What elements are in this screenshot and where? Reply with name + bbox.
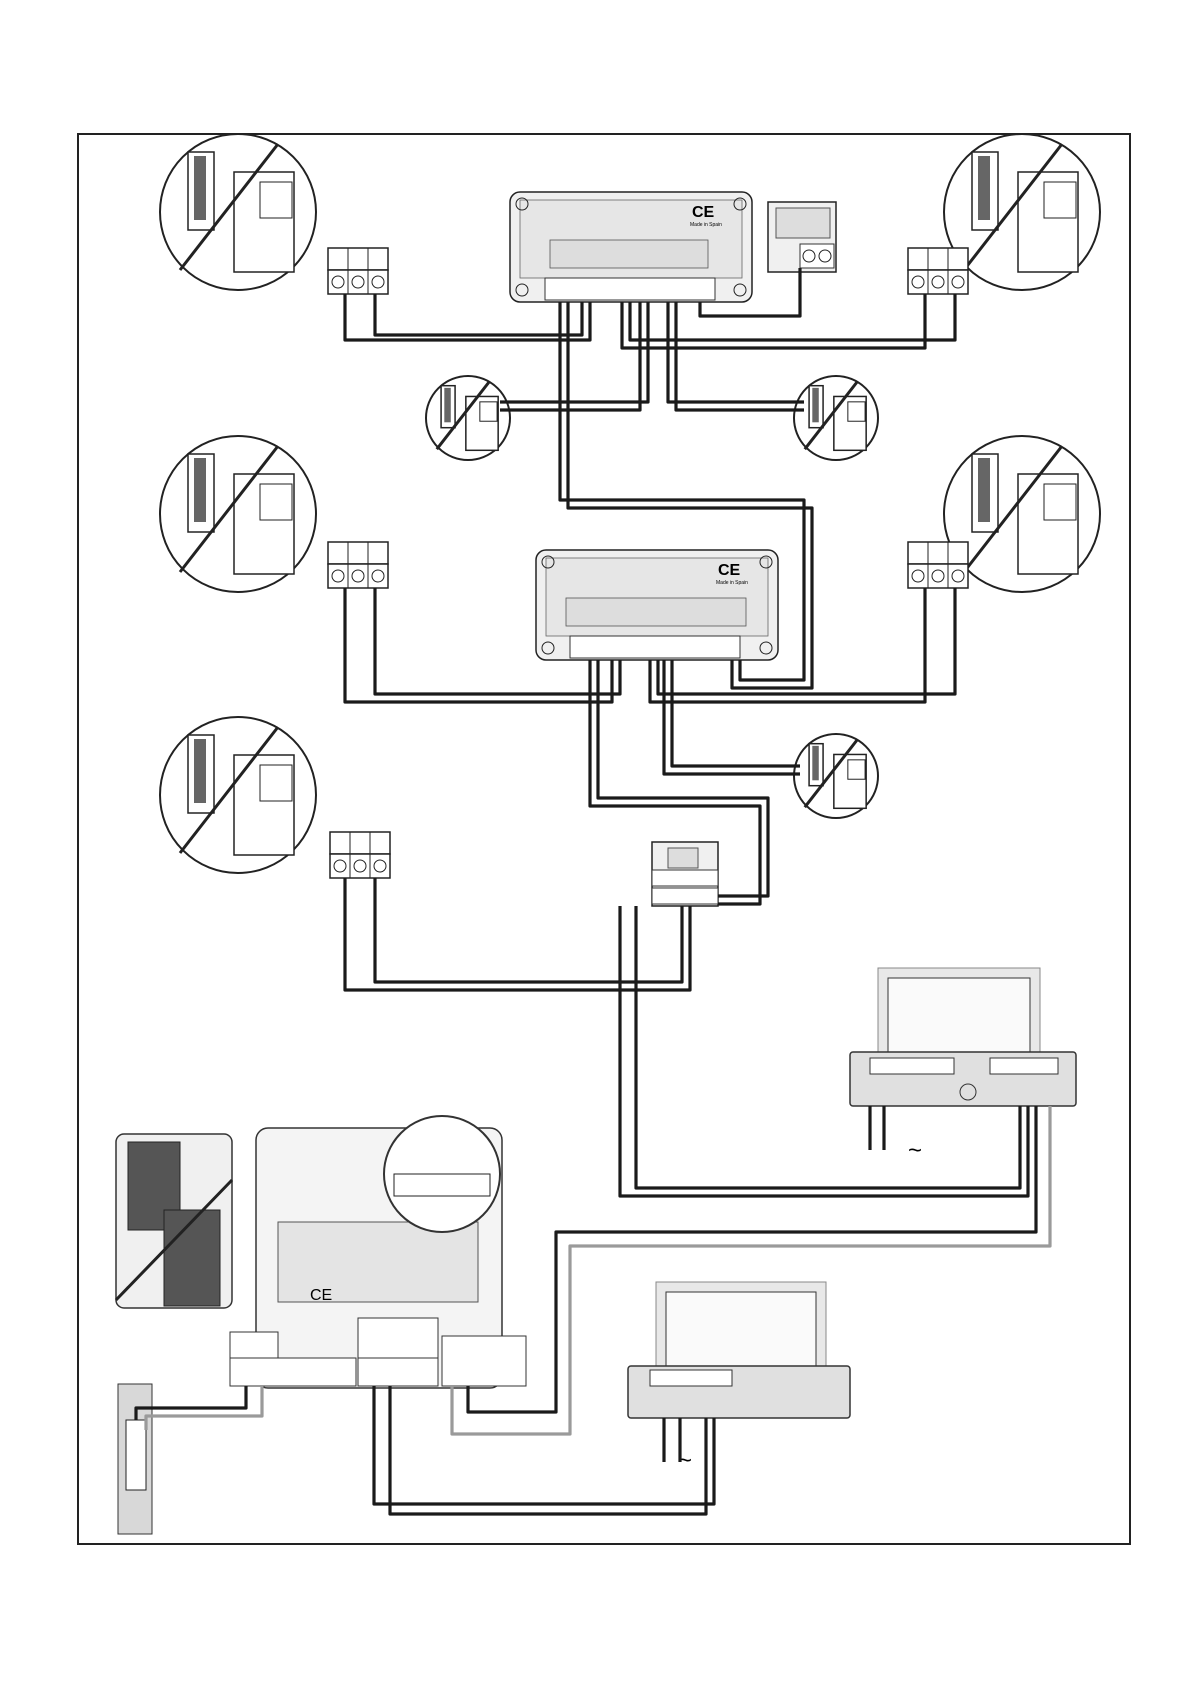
distributor-top: CE Made in Spain — [510, 192, 752, 302]
station-circle — [794, 376, 878, 460]
terminal-block — [908, 248, 968, 294]
wire — [500, 302, 640, 410]
made-in-label: Made in Spain — [690, 222, 722, 228]
station-circle — [426, 376, 510, 460]
distributor-middle: CE Made in Spain — [536, 550, 778, 660]
station-circle — [160, 717, 316, 873]
junction-box — [652, 842, 718, 906]
ce-mark: CE — [692, 204, 715, 221]
wire — [500, 302, 648, 402]
wire — [672, 660, 800, 766]
power-supply-audio: ~ — [628, 1282, 850, 1474]
terminal-block — [328, 248, 388, 294]
wire — [345, 878, 690, 990]
made-in-label-middle: Made in Spain — [716, 580, 748, 586]
station-circle — [794, 734, 878, 818]
terminal-block — [908, 542, 968, 588]
line-terminator — [768, 202, 836, 272]
ac-symbol-top: ~ — [908, 1137, 922, 1164]
ce-mark-panel: CE — [310, 1287, 332, 1304]
wire — [676, 302, 804, 410]
power-terminals — [358, 1318, 438, 1386]
station-circle — [160, 134, 316, 290]
ce-mark-middle: CE — [718, 562, 741, 579]
station-circle — [160, 436, 316, 592]
terminal-block — [328, 542, 388, 588]
terminal-block — [330, 832, 390, 878]
bus-terminals — [442, 1336, 526, 1386]
button-modules — [116, 1134, 232, 1308]
